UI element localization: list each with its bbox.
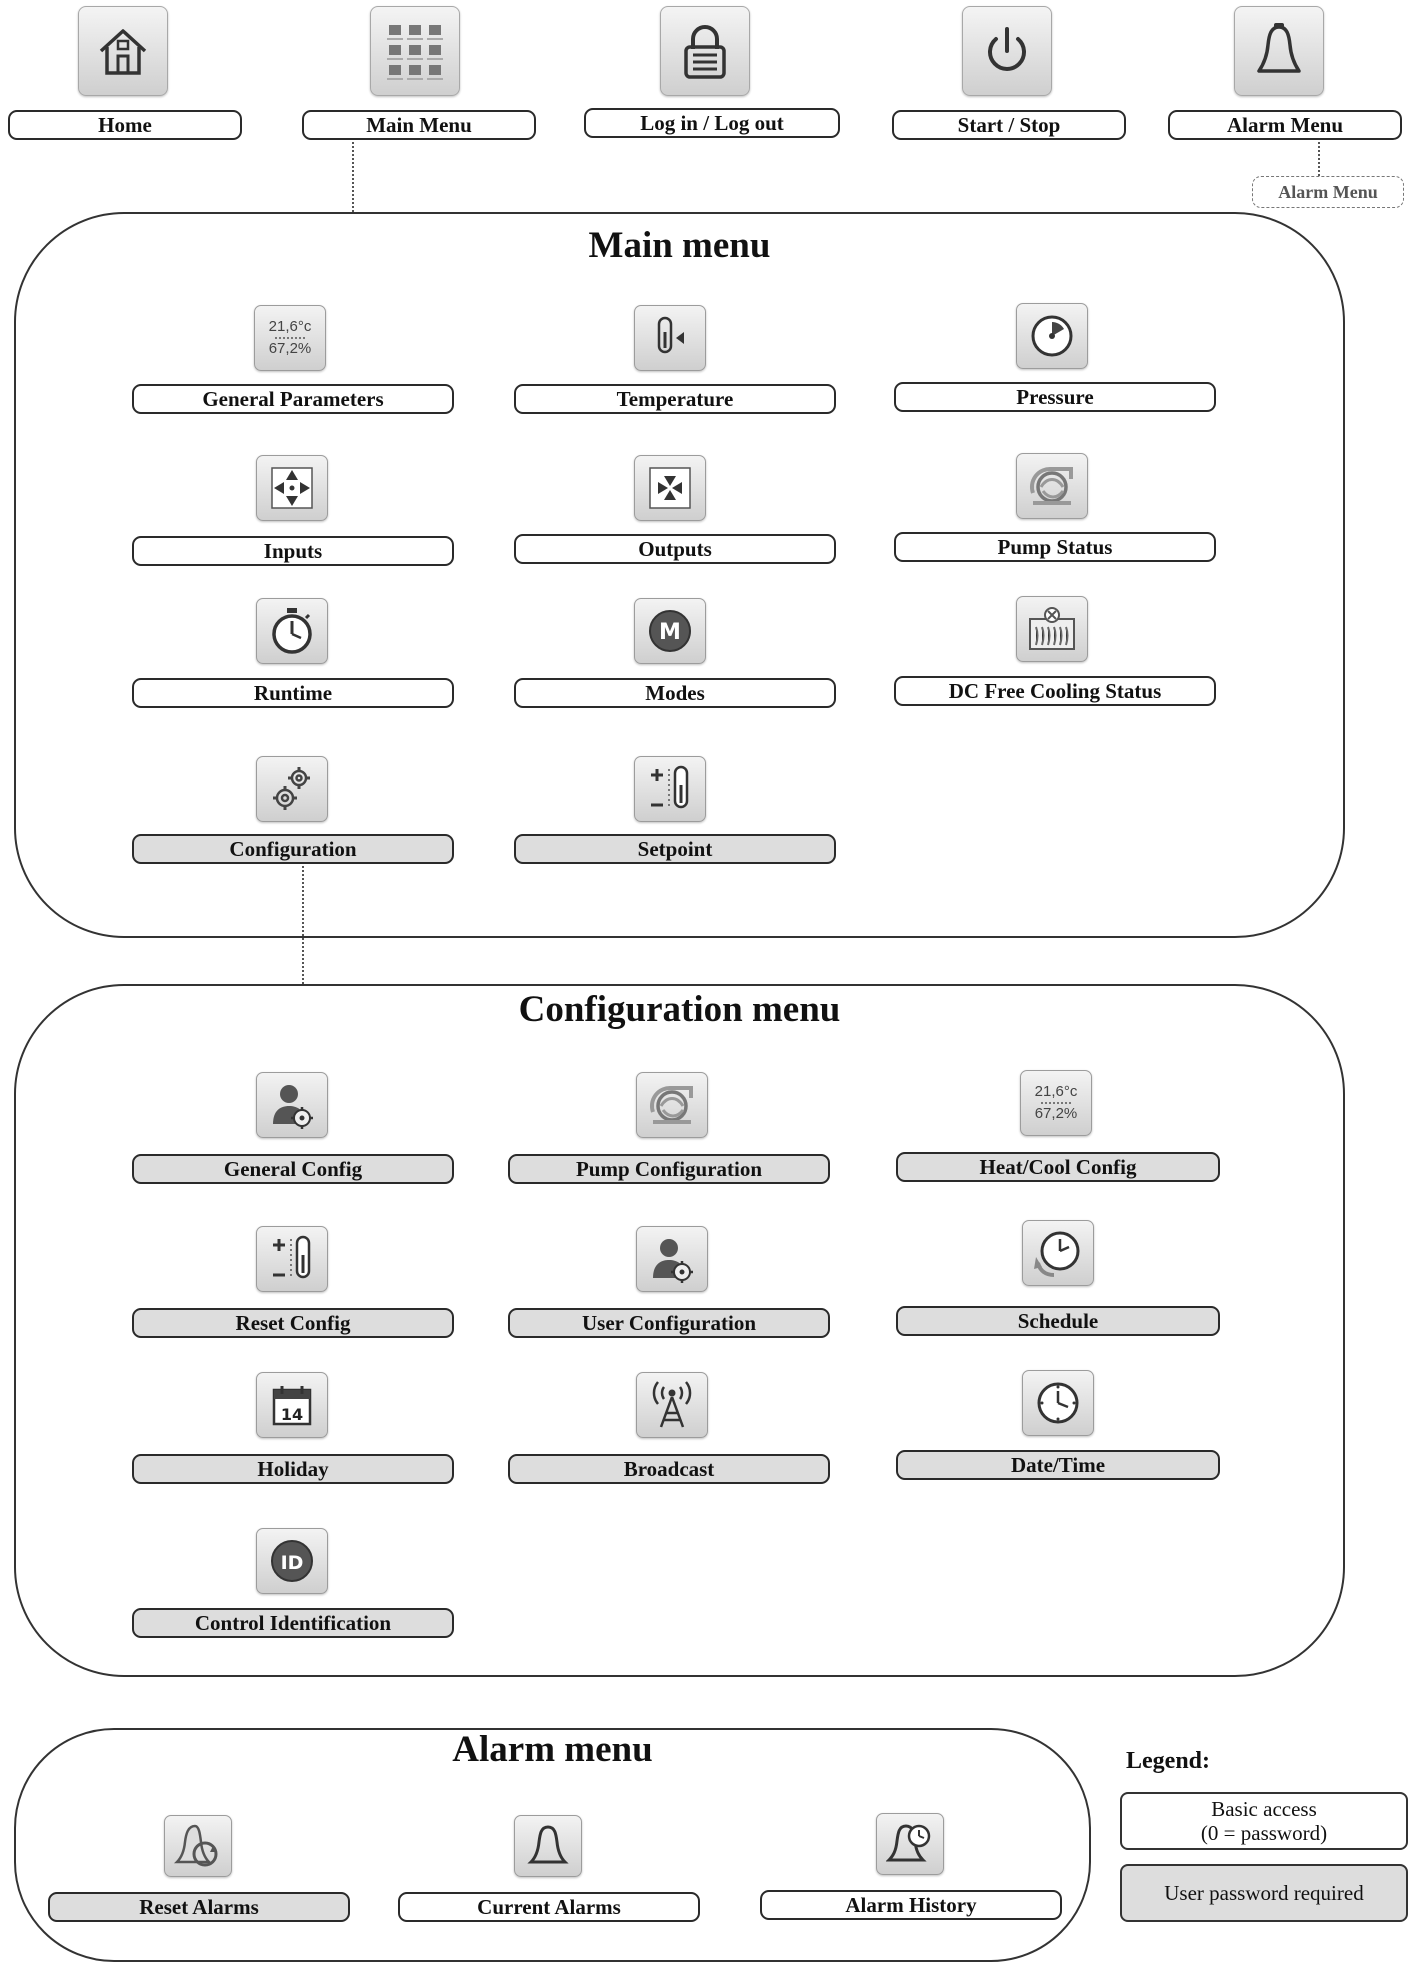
temperature-readout: 21,6°c	[268, 317, 312, 335]
setpoint-icon[interactable]	[256, 1226, 328, 1292]
holiday-button[interactable]: Holiday	[132, 1454, 454, 1484]
gauge-icon[interactable]	[1016, 303, 1088, 369]
setpoint-icon[interactable]	[634, 756, 706, 822]
alarm-menu-title: Alarm menu	[452, 1729, 653, 1770]
setpoint-button[interactable]: Setpoint	[514, 834, 836, 864]
bell-icon[interactable]	[1234, 6, 1324, 96]
schedule-clock-icon[interactable]	[1022, 1220, 1094, 1286]
lock-icon[interactable]	[660, 6, 750, 96]
legend-basic-access: Basic access (0 = password)	[1120, 1792, 1408, 1850]
home-button[interactable]: Home	[8, 110, 242, 140]
legend-password-required: User password required	[1120, 1864, 1408, 1922]
alarm-menu-button[interactable]: Alarm Menu	[1168, 110, 1402, 140]
modes-icon[interactable]: M	[634, 598, 706, 664]
alarm-history-icon[interactable]	[876, 1813, 944, 1875]
legend-password-label: User password required	[1164, 1880, 1364, 1905]
reset-alarm-icon[interactable]	[164, 1815, 232, 1877]
humidity-readout: 67,2%	[268, 340, 312, 357]
alarm-menu-link[interactable]: Alarm Menu	[1252, 176, 1404, 208]
inputs-icon[interactable]	[256, 455, 328, 521]
clock-icon[interactable]	[1022, 1370, 1094, 1436]
bell-icon[interactable]	[514, 1815, 582, 1877]
general-parameters-button[interactable]: General Parameters	[132, 384, 454, 414]
stopwatch-icon[interactable]	[256, 598, 328, 664]
temperature-button[interactable]: Temperature	[514, 384, 836, 414]
temp-humidity-icon[interactable]: 21,6°c 67,2%	[1020, 1070, 1092, 1136]
thermometer-icon[interactable]	[634, 305, 706, 371]
temperature-readout: 21,6°c	[1034, 1082, 1078, 1100]
dc-free-cooling-status-button[interactable]: DC Free Cooling Status	[894, 676, 1216, 706]
control-identification-button[interactable]: Control Identification	[132, 1608, 454, 1638]
inputs-button[interactable]: Inputs	[132, 536, 454, 566]
configuration-connector	[302, 866, 304, 984]
date-time-button[interactable]: Date/Time	[896, 1450, 1220, 1480]
alarm-history-button[interactable]: Alarm History	[760, 1890, 1062, 1920]
free-cooling-icon[interactable]	[1016, 596, 1088, 662]
pressure-button[interactable]: Pressure	[894, 382, 1216, 412]
alarm-menu-connector	[1318, 142, 1320, 176]
main-menu-connector	[352, 142, 354, 212]
main-menu-icon[interactable]	[370, 6, 460, 96]
pump-configuration-button[interactable]: Pump Configuration	[508, 1154, 830, 1184]
calendar-day: 14	[281, 1405, 303, 1424]
main-menu-button[interactable]: Main Menu	[302, 110, 536, 140]
home-icon[interactable]	[78, 6, 168, 96]
calendar-icon[interactable]: 14	[256, 1372, 328, 1438]
user-gear-icon[interactable]	[256, 1072, 328, 1138]
legend-basic-line1: Basic access	[1211, 1796, 1317, 1821]
start-stop-button[interactable]: Start / Stop	[892, 110, 1126, 140]
main-menu-title: Main menu	[588, 225, 771, 266]
id-letters: ID	[281, 1552, 304, 1574]
general-parameters-icon[interactable]: 21,6°c 67,2%	[254, 305, 326, 371]
reset-config-button[interactable]: Reset Config	[132, 1308, 454, 1338]
id-icon[interactable]: ID	[256, 1528, 328, 1594]
pump-icon[interactable]	[636, 1072, 708, 1138]
pump-status-button[interactable]: Pump Status	[894, 532, 1216, 562]
antenna-icon[interactable]	[636, 1372, 708, 1438]
legend-basic-line2: (0 = password)	[1200, 1821, 1328, 1845]
modes-letter: M	[659, 620, 681, 645]
pump-icon[interactable]	[1016, 453, 1088, 519]
outputs-button[interactable]: Outputs	[514, 534, 836, 564]
broadcast-button[interactable]: Broadcast	[508, 1454, 830, 1484]
login-logout-button[interactable]: Log in / Log out	[584, 108, 840, 138]
user-gear-icon[interactable]	[636, 1226, 708, 1292]
outputs-icon[interactable]	[634, 455, 706, 521]
user-configuration-button[interactable]: User Configuration	[508, 1308, 830, 1338]
power-icon[interactable]	[962, 6, 1052, 96]
legend-title: Legend:	[1126, 1748, 1210, 1774]
modes-button[interactable]: Modes	[514, 678, 836, 708]
heat-cool-config-button[interactable]: Heat/Cool Config	[896, 1152, 1220, 1182]
gears-icon[interactable]	[256, 756, 328, 822]
runtime-button[interactable]: Runtime	[132, 678, 454, 708]
humidity-readout: 67,2%	[1034, 1105, 1078, 1122]
configuration-button[interactable]: Configuration	[132, 834, 454, 864]
configuration-menu-title: Configuration menu	[518, 989, 841, 1030]
schedule-button[interactable]: Schedule	[896, 1306, 1220, 1336]
general-config-button[interactable]: General Config	[132, 1154, 454, 1184]
reset-alarms-button[interactable]: Reset Alarms	[48, 1892, 350, 1922]
current-alarms-button[interactable]: Current Alarms	[398, 1892, 700, 1922]
